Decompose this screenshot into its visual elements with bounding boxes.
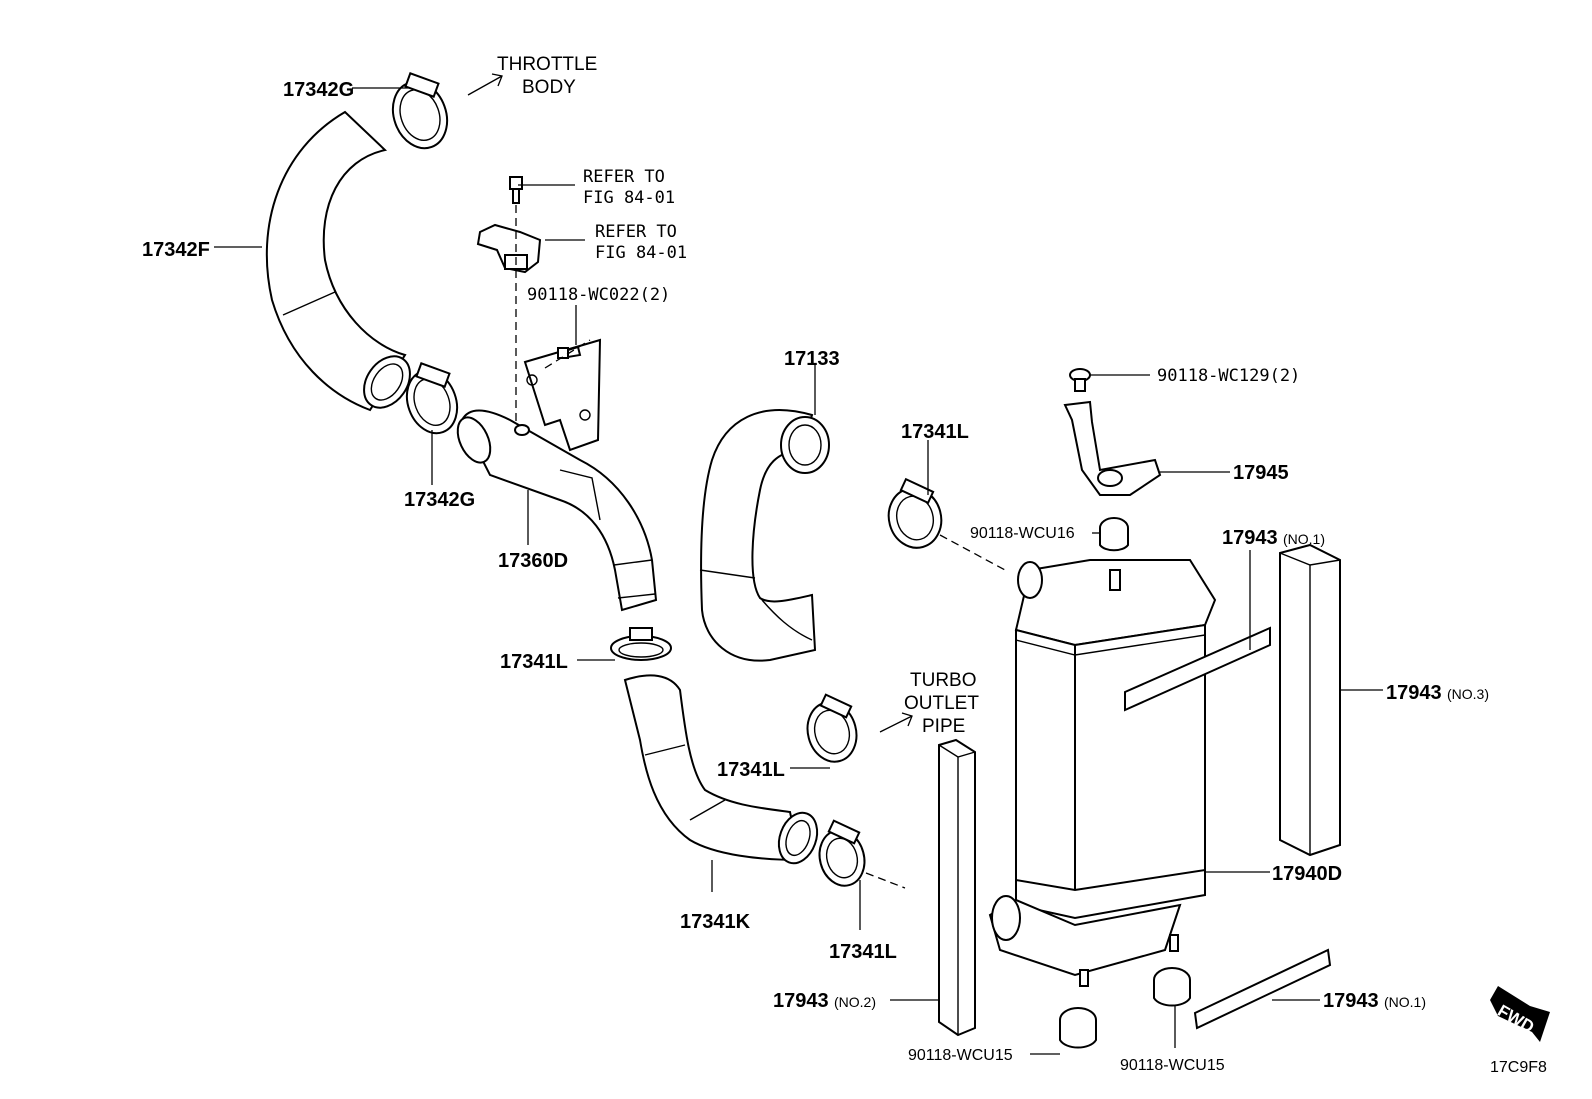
label-17945: 17945 — [1233, 462, 1289, 484]
note-refer1-line1: REFER TO — [583, 167, 665, 187]
label-17943-no2: 17943 — [773, 990, 829, 1012]
label-17133: 17133 — [784, 348, 840, 370]
label-17943-no3: 17943 — [1386, 682, 1442, 704]
label-17943-no3-suffix: (NO.3) — [1447, 686, 1489, 702]
note-throttle-line1: THROTTLE — [497, 54, 597, 75]
label-90118-WC022: 90118-WC022(2) — [527, 285, 670, 305]
note-refer2-line1: REFER TO — [595, 222, 677, 242]
label-17341L-c: 17341L — [829, 941, 897, 963]
grommet-90118-WCU15-a — [1059, 1007, 1097, 1049]
label-90118-WCU15-a: 90118-WCU15 — [908, 1047, 1013, 1064]
pad-17943-no1-bottom — [1193, 948, 1332, 1030]
label-17342F: 17342F — [142, 239, 210, 261]
bolt-90118-WC022 — [557, 345, 582, 359]
bolt-90118-WC129 — [1069, 368, 1091, 392]
label-17342G-top: 17342G — [283, 79, 354, 101]
label-17943-no1-bottom: 17943 — [1323, 990, 1379, 1012]
note-turbo-line2: OUTLET — [904, 693, 979, 714]
label-17342G-bottom: 17342G — [404, 489, 475, 511]
hose-17133 — [699, 409, 830, 662]
sensor-refer-fig-84-01 — [476, 223, 542, 274]
clamp-17342G-top — [391, 72, 449, 150]
label-17360D: 17360D — [498, 550, 568, 572]
pad-17943-no3 — [1279, 543, 1341, 857]
arrow-throttle-body — [467, 73, 503, 96]
clamp-17342G-bottom — [405, 362, 459, 435]
pad-17943-no2 — [938, 738, 976, 1037]
label-90118-WCU16: 90118-WCU16 — [970, 525, 1075, 542]
note-throttle-line2: BODY — [522, 77, 576, 98]
diagram-code: 17C9F8 — [1490, 1059, 1547, 1076]
note-refer2-line2: FIG 84-01 — [595, 243, 687, 263]
label-17341K: 17341K — [680, 911, 751, 933]
arrow-turbo-outlet — [879, 712, 913, 733]
bolt-refer-fig-84-01 — [509, 176, 523, 204]
note-refer1-line2: FIG 84-01 — [583, 188, 675, 208]
label-17943-no2-suffix: (NO.2) — [834, 994, 876, 1010]
label-17341L-b: 17341L — [717, 759, 785, 781]
intercooler-17940D — [988, 559, 1217, 987]
note-turbo-line3: PIPE — [922, 716, 965, 737]
label-17943-no1-top-suffix: (NO.1) — [1283, 531, 1325, 547]
label-17940D: 17940D — [1272, 863, 1342, 885]
label-90118-WCU15-b: 90118-WCU15 — [1120, 1057, 1225, 1074]
clamp-17341L-b — [806, 693, 858, 763]
clamp-17341L-c — [818, 819, 866, 887]
clamp-17341L-a — [610, 627, 672, 661]
label-17341L-a: 17341L — [500, 651, 568, 673]
clamp-17341L-d — [887, 477, 943, 549]
grommet-90118-WCU15-b — [1153, 967, 1191, 1007]
note-turbo-line1: TURBO — [910, 670, 977, 691]
fwd-arrow-icon: FWD — [1490, 986, 1550, 1042]
label-17341L-d: 17341L — [901, 421, 969, 443]
pad-17943-no1-top — [1124, 626, 1271, 712]
hose-17342F — [265, 110, 411, 412]
bracket-17945 — [1063, 400, 1162, 496]
grommet-90118-WCU16 — [1099, 517, 1129, 552]
pipe-17360D — [456, 338, 658, 612]
label-17943-no1-top: 17943 — [1222, 527, 1278, 549]
label-90118-WC129: 90118-WC129(2) — [1157, 366, 1300, 386]
hose-17341K — [623, 674, 819, 865]
label-17943-no1-bottom-suffix: (NO.1) — [1384, 994, 1426, 1010]
